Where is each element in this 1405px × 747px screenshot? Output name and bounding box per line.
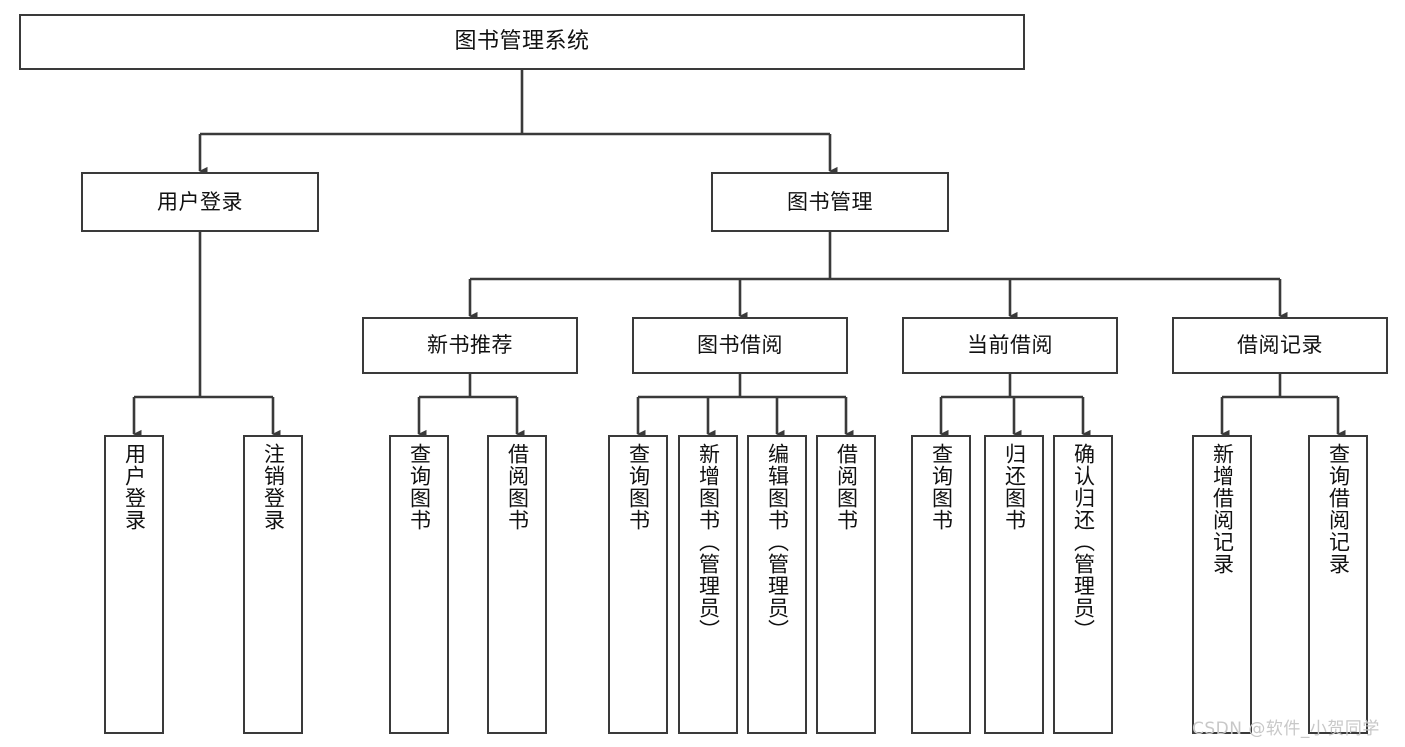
node-leaf-query-book-1[interactable]: 查询图书 <box>389 435 449 734</box>
node-label: 新增借阅记录 <box>1210 443 1235 575</box>
node-leaf-confirm-return[interactable]: 确认归还（管理员） <box>1053 435 1113 734</box>
node-current-borrow[interactable]: 当前借阅 <box>902 317 1118 374</box>
node-leaf-edit-book[interactable]: 编辑图书（管理员） <box>747 435 807 734</box>
node-label: 查询借阅记录 <box>1326 443 1351 575</box>
node-label: 借阅图书 <box>505 443 530 531</box>
node-label: 借阅记录 <box>1237 333 1323 358</box>
node-leaf-query-book-2[interactable]: 查询图书 <box>608 435 668 734</box>
node-leaf-query-record[interactable]: 查询借阅记录 <box>1308 435 1368 734</box>
node-label: 查询图书 <box>929 443 954 531</box>
node-label: 查询图书 <box>407 443 432 531</box>
node-label: 查询图书 <box>626 443 651 531</box>
node-book-borrow[interactable]: 图书借阅 <box>632 317 848 374</box>
node-leaf-user-login[interactable]: 用户登录 <box>104 435 164 734</box>
node-label: 图书借阅 <box>697 333 783 358</box>
node-leaf-borrow-book-1[interactable]: 借阅图书 <box>487 435 547 734</box>
node-label: 图书管理 <box>787 189 873 214</box>
node-new-book-rec[interactable]: 新书推荐 <box>362 317 578 374</box>
node-leaf-return-book[interactable]: 归还图书 <box>984 435 1044 734</box>
node-label: 新增图书（管理员） <box>696 443 721 641</box>
node-label: 图书管理系统 <box>454 29 590 55</box>
node-label: 借阅图书 <box>834 443 859 531</box>
node-leaf-borrow-book-2[interactable]: 借阅图书 <box>816 435 876 734</box>
node-leaf-user-logout[interactable]: 注销登录 <box>243 435 303 734</box>
node-label: 确认归还（管理员） <box>1071 443 1096 641</box>
node-label: 注销登录 <box>261 443 286 531</box>
node-label: 编辑图书（管理员） <box>765 443 790 641</box>
watermark-text: CSDN @软件_小贺同学 <box>1192 719 1380 739</box>
node-book-manage[interactable]: 图书管理 <box>711 172 949 232</box>
node-label: 归还图书 <box>1002 443 1027 531</box>
node-label: 用户登录 <box>122 443 147 531</box>
node-user-login[interactable]: 用户登录 <box>81 172 319 232</box>
node-label: 当前借阅 <box>967 333 1053 358</box>
node-root[interactable]: 图书管理系统 <box>19 14 1025 70</box>
node-label: 新书推荐 <box>427 333 513 358</box>
node-label: 用户登录 <box>157 189 243 214</box>
node-leaf-query-book-3[interactable]: 查询图书 <box>911 435 971 734</box>
node-leaf-add-record[interactable]: 新增借阅记录 <box>1192 435 1252 734</box>
node-leaf-add-book[interactable]: 新增图书（管理员） <box>678 435 738 734</box>
node-borrow-record[interactable]: 借阅记录 <box>1172 317 1388 374</box>
